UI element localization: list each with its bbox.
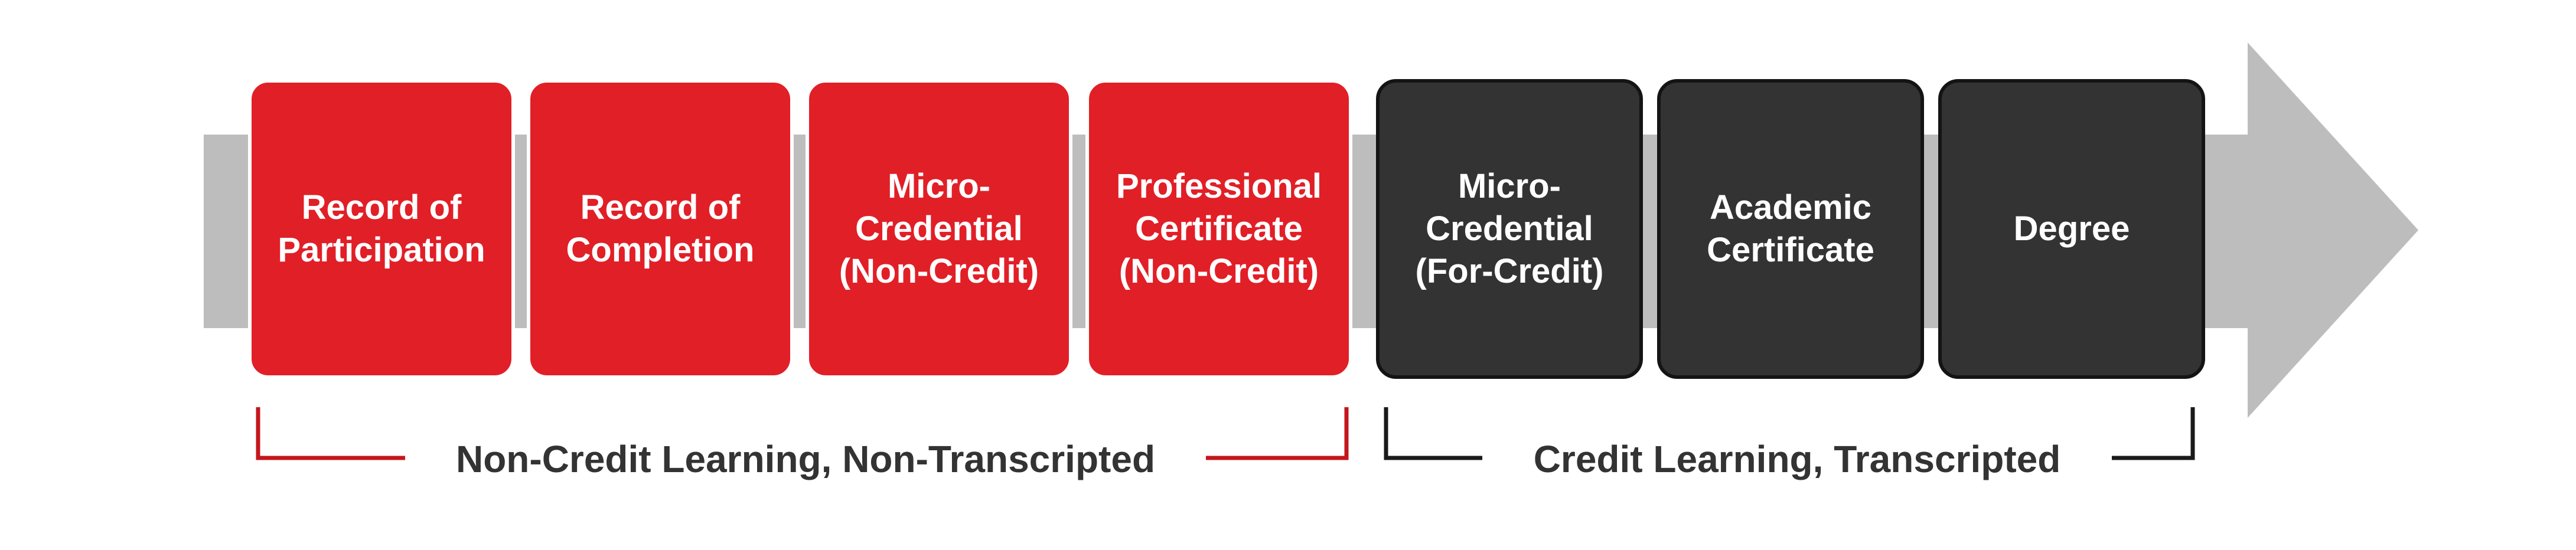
stage-label: Micro- Credential (Non-Credit): [839, 167, 1039, 290]
stage-label: Academic Certificate: [1707, 188, 1874, 269]
stage-professional-certificate-non-credit: Professional Certificate (Non-Credit): [1085, 79, 1352, 379]
stage-micro-credential-non-credit: Micro- Credential (Non-Credit): [806, 79, 1072, 379]
stage-academic-certificate: Academic Certificate: [1657, 79, 1924, 379]
stage-record-of-completion: Record of Completion: [527, 79, 794, 379]
stage-label: Record of Participation: [278, 188, 485, 269]
stage-label: Professional Certificate (Non-Credit): [1116, 167, 1322, 290]
stage-label: Degree: [2013, 209, 2130, 248]
non-credit-group-label: Non-Credit Learning, Non-Transcripted: [405, 437, 1206, 482]
stage-micro-credential-for-credit: Micro- Credential (For-Credit): [1376, 79, 1643, 379]
stage-record-of-participation: Record of Participation: [248, 79, 515, 379]
stage-degree: Degree: [1938, 79, 2205, 379]
stage-label: Micro- Credential (For-Credit): [1415, 167, 1604, 290]
stage-label: Record of Completion: [566, 188, 755, 269]
credit-group-label: Credit Learning, Transcripted: [1482, 437, 2112, 482]
